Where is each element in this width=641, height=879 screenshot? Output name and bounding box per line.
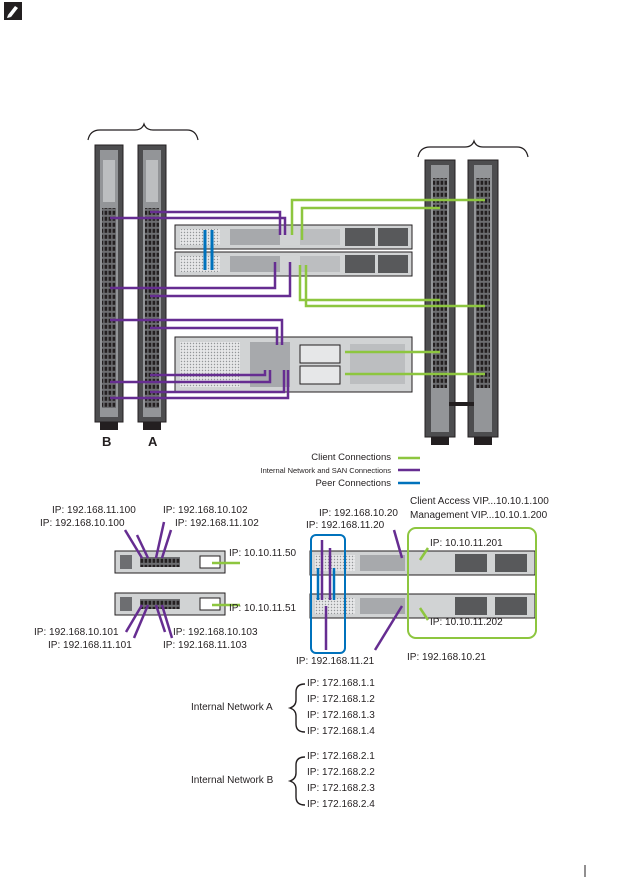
rack-label-a: A [148, 434, 158, 449]
client-box [407, 527, 537, 639]
legend-internal: Internal Network and SAN Connections [260, 466, 392, 475]
label-ip-11-103: IP: 192.168.11.103 [163, 640, 247, 651]
label-ip-11-102: IP: 192.168.11.102 [175, 518, 259, 529]
label-ip-10-11-51: IP: 10.10.11.51 [229, 603, 297, 614]
small-server-1 [114, 550, 226, 574]
label-ip-10-11-201: IP: 10.10.11.201 [430, 538, 503, 549]
internal-network-b-ip: IP: 172.168.2.1 [307, 751, 375, 762]
rack-label-b: B [102, 434, 112, 449]
legend-client: Client Connections [311, 452, 391, 463]
internal-network-a-title: Internal Network A [191, 702, 273, 713]
internal-network-b-ip: IP: 172.168.2.3 [307, 783, 375, 794]
label-ip-10-21: IP: 192.168.10.21 [407, 652, 486, 663]
brace-right [417, 139, 529, 158]
internal-network-b-title: Internal Network B [191, 775, 274, 786]
label-ip-10-103: IP: 192.168.10.103 [173, 627, 258, 638]
internal-network-a-ip: IP: 172.168.1.4 [307, 726, 375, 737]
storage-array [174, 336, 413, 393]
label-ip-10-101: IP: 192.168.10.101 [34, 627, 119, 638]
label-ip-10-11-202: IP: 10.10.11.202 [430, 617, 503, 628]
internal-network-a-ip: IP: 172.168.1.1 [307, 678, 375, 689]
internal-network-b-ip: IP: 172.168.2.2 [307, 767, 375, 778]
label-ip-10-100: IP: 192.168.10.100 [40, 518, 125, 529]
label-mgmt-vip: Management VIP...10.10.1.200 [410, 510, 548, 521]
switch-b [94, 144, 124, 430]
label-ip-10-102: IP: 192.168.10.102 [163, 505, 248, 516]
legend-peer: Peer Connections [315, 478, 391, 489]
label-ip-11-100: IP: 192.168.11.100 [52, 505, 136, 516]
label-ip-11-21: IP: 192.168.11.21 [296, 656, 375, 667]
label-ip-11-20: IP: 192.168.11.20 [306, 520, 385, 531]
server-2 [174, 251, 413, 277]
lower-server-2 [309, 593, 536, 619]
brace-network-b [287, 756, 306, 806]
internal-network-a-ip: IP: 172.168.1.3 [307, 710, 375, 721]
switch-right-1 [424, 159, 456, 445]
internal-network-a-ip: IP: 172.168.1.2 [307, 694, 375, 705]
label-ip-11-101: IP: 192.168.11.101 [48, 640, 132, 651]
label-ip-10-11-50: IP: 10.10.11.50 [229, 548, 297, 559]
switch-right-2 [467, 159, 499, 445]
internal-network-b-ip: IP: 172.168.2.4 [307, 799, 375, 810]
label-ip-10-20: IP: 192.168.10.20 [319, 508, 398, 519]
label-client-vip: Client Access VIP...10.10.1.100 [410, 496, 549, 507]
server-1 [174, 224, 413, 250]
peer-box [310, 534, 346, 654]
brace-network-a [287, 683, 306, 733]
small-server-2 [114, 592, 226, 616]
lower-server-1 [309, 550, 536, 576]
brace-left [87, 122, 199, 141]
